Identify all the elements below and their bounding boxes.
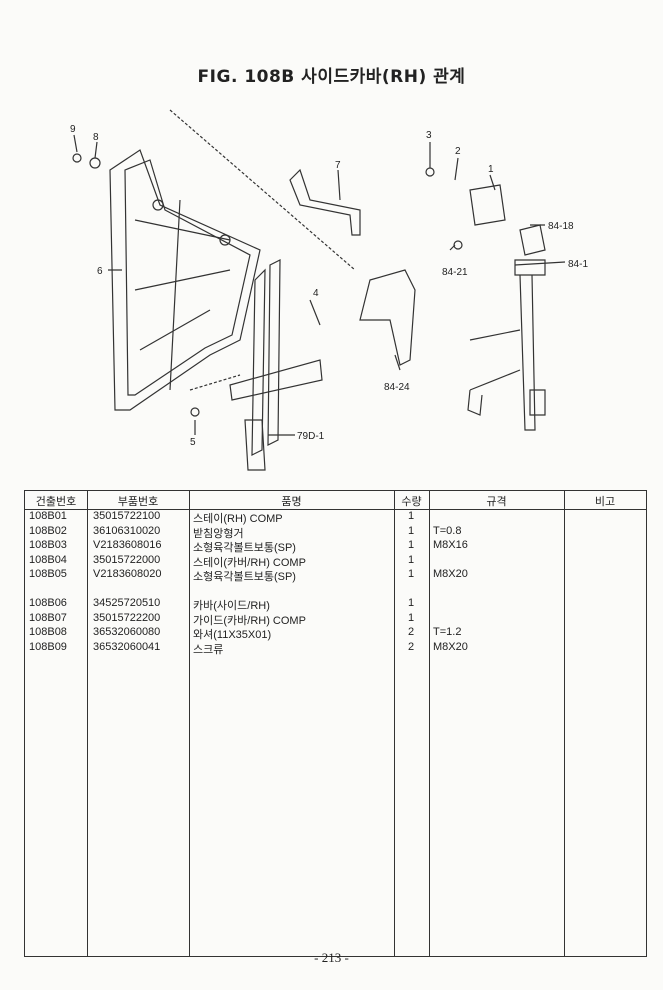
part-name: 소형육각볼트보통(SP) — [193, 571, 296, 583]
callout-4: 4 — [313, 288, 319, 299]
header-qty: 수량 — [401, 495, 422, 508]
part-number-index: 108B06 — [29, 597, 67, 609]
quantity: 2 — [408, 626, 415, 638]
table-row: 108B08 36532060080 와셔(11X35X01) 2 T=1.2 — [25, 626, 646, 641]
part-code: 35015722200 — [93, 611, 161, 624]
quantity: 1 — [408, 553, 415, 566]
part-name: 스테이(RH) COMP — [193, 513, 283, 525]
quantity: 1 — [408, 539, 415, 551]
part-name: 받침앙형거 — [193, 527, 244, 540]
part-code: 36532060080 — [93, 626, 161, 638]
exploded-parts-diagram: 9 8 7 6 5 4 3 2 1 84-18 84-21 84-1 84-24… — [70, 109, 588, 471]
callout-3: 3 — [426, 130, 432, 141]
specification: M8X16 — [433, 539, 468, 551]
header-no: 건출번호 — [35, 495, 77, 508]
part-number-index: 108B01 — [29, 510, 67, 522]
callout-84-21: 84-21 — [442, 267, 468, 278]
callout-84-18: 84-18 — [548, 221, 574, 232]
part-name: 스크류 — [193, 643, 224, 656]
specification: M8X20 — [433, 568, 468, 580]
callout-6: 6 — [97, 266, 103, 277]
callout-5: 5 — [190, 437, 196, 448]
quantity: 1 — [408, 597, 415, 609]
divider — [564, 491, 565, 956]
specification: T=0.8 — [433, 524, 462, 537]
page-number: - 213 - — [314, 950, 349, 965]
header-part: 부품번호 — [117, 495, 159, 508]
part-code: V2183608016 — [93, 539, 162, 551]
part-name: 카바(사이드/RH) — [193, 600, 270, 612]
divider — [429, 491, 430, 956]
part-number-index: 108B05 — [29, 568, 67, 580]
part-number-index: 108B07 — [29, 611, 67, 624]
callout-9: 9 — [70, 124, 76, 135]
quantity: 1 — [408, 510, 415, 522]
header-name: 품명 — [281, 495, 302, 508]
specification: T=1.2 — [433, 626, 462, 638]
part-name: 와셔(11X35X01) — [193, 629, 272, 641]
table-header: 건출번호 부품번호 품명 수량 규격 비고 — [25, 491, 646, 510]
part-code: 35015722100 — [93, 510, 161, 522]
quantity: 1 — [408, 524, 415, 537]
part-number-index: 108B04 — [29, 553, 67, 566]
table-row: 108B02 36106310020 받침앙형거 1 T=0.8 — [25, 525, 646, 540]
part-number-index: 108B09 — [29, 640, 67, 653]
page-title: FIG. 108B 사이드카바(RH) 관계 — [197, 67, 466, 87]
divider — [189, 491, 190, 956]
table-row: 108B03 V2183608016 소형육각볼트보통(SP) 1 M8X16 — [25, 539, 646, 554]
quantity: 1 — [408, 611, 415, 624]
header-note: 비고 — [594, 495, 616, 508]
callout-84-1: 84-1 — [568, 259, 588, 270]
part-number-index: 108B03 — [29, 539, 67, 551]
callout-8: 8 — [93, 132, 99, 143]
callout-84-24: 84-24 — [384, 382, 410, 393]
parts-table: 건출번호 부품번호 품명 수량 규격 비고 108B01 35015722100 스… — [24, 490, 647, 957]
callout-7: 7 — [335, 160, 341, 171]
table-row: 108B07 35015722200 가이드(카바/RH) COMP 1 — [25, 612, 646, 627]
part-code: 34525720510 — [93, 597, 161, 609]
divider — [394, 491, 395, 956]
quantity: 2 — [408, 640, 415, 653]
specification: M8X20 — [433, 640, 468, 653]
part-name: 스테이(카버/RH) COMP — [193, 556, 306, 569]
part-name: 소형육각볼트보통(SP) — [193, 542, 296, 554]
part-code: 36532060041 — [93, 640, 161, 653]
table-row: 108B05 V2183608020 소형육각볼트보통(SP) 1 M8X20 — [25, 568, 646, 583]
part-code: V2183608020 — [93, 568, 162, 580]
part-name: 가이드(카바/RH) COMP — [193, 614, 306, 627]
callout-79d-1: 79D-1 — [297, 431, 325, 442]
callout-2: 2 — [455, 146, 461, 157]
side-cover-shape — [109, 149, 261, 411]
part-code: 35015722000 — [93, 553, 161, 566]
part-code: 36106310020 — [93, 524, 161, 537]
divider — [87, 491, 88, 956]
part-number-index: 108B08 — [29, 626, 67, 638]
part-number-index: 108B02 — [29, 524, 67, 537]
header-spec: 규격 — [486, 495, 507, 508]
callout-1: 1 — [488, 164, 494, 175]
table-row: 108B09 36532060041 스크류 2 M8X20 — [25, 641, 646, 656]
quantity: 1 — [408, 568, 415, 580]
table-row: 108B01 35015722100 스테이(RH) COMP 1 — [25, 510, 646, 525]
table-row: 108B04 35015722000 스테이(카버/RH) COMP 1 — [25, 554, 646, 569]
table-row: 108B06 34525720510 카바(사이드/RH) 1 — [25, 597, 646, 612]
